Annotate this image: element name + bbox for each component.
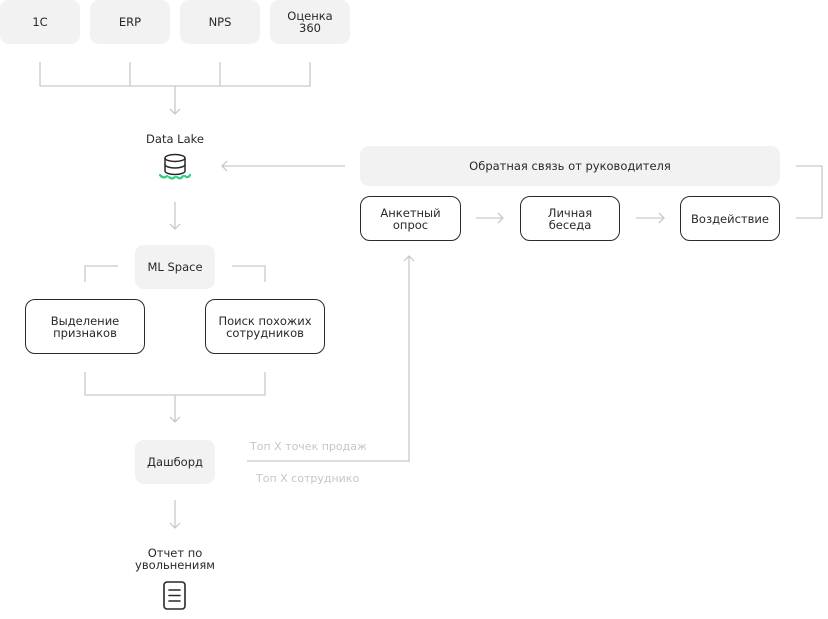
source-nps: NPS bbox=[180, 0, 260, 44]
arrow-dashboard-to-report bbox=[169, 500, 181, 529]
impact-box: Воздействие bbox=[680, 196, 780, 241]
arrow-datalake-to-mlspace bbox=[169, 202, 181, 230]
report-label: Отчет по увольнениям bbox=[135, 546, 215, 572]
arrow-survey-to-interview bbox=[476, 212, 504, 224]
feedback-loop-connector bbox=[796, 165, 823, 219]
models-merge-connector bbox=[84, 372, 266, 396]
feature-extraction-box: Выделение признаков bbox=[25, 299, 145, 354]
arrow-feedback-to-datalake bbox=[221, 160, 345, 172]
similar-employees-box: Поиск похожих сотрудников bbox=[205, 299, 325, 354]
source-360: Оценка 360 bbox=[270, 0, 350, 44]
database-icon bbox=[158, 153, 192, 180]
document-icon bbox=[163, 581, 186, 610]
manager-feedback-box: Обратная связь от руководителя bbox=[360, 146, 780, 186]
output-top-stores: Топ X точек продаж bbox=[250, 440, 367, 453]
interview-box: Личная беседа bbox=[520, 196, 620, 241]
mlspace-split-connector bbox=[84, 265, 266, 282]
arrow-interview-to-impact bbox=[636, 212, 665, 224]
output-top-employees: Топ X сотруднико bbox=[256, 472, 360, 485]
source-erp: ERP bbox=[90, 0, 170, 44]
arrow-models-to-dashboard bbox=[169, 395, 181, 423]
source-1c: 1С bbox=[0, 0, 80, 44]
data-lake-label: Data Lake bbox=[146, 132, 204, 146]
dashboard-box: Дашборд bbox=[135, 440, 215, 484]
arrow-dashboard-to-survey bbox=[247, 255, 415, 462]
arrow-sources-to-datalake bbox=[169, 86, 181, 115]
ml-space-box: ML Space bbox=[135, 245, 215, 289]
sources-merge-connector bbox=[39, 62, 311, 87]
survey-box: Анкетный опрос bbox=[360, 196, 461, 241]
